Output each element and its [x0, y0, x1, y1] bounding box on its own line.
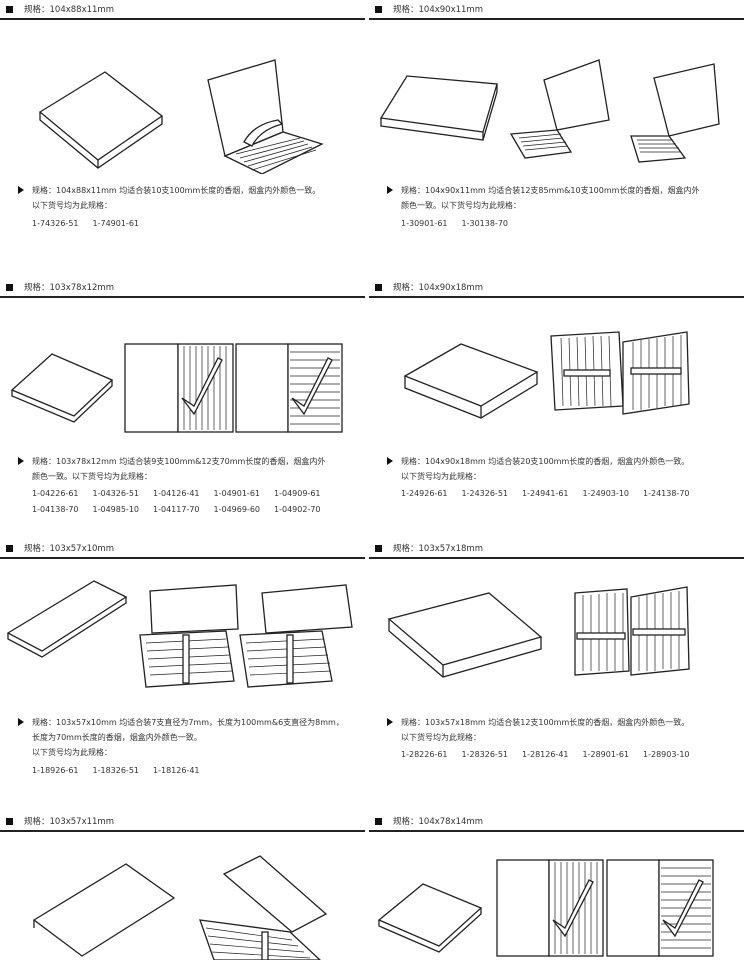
item-code: 1-18926-61 [32, 766, 79, 775]
case-illustration [379, 59, 720, 163]
code-list: 1-30901-61 1-30138-70 [401, 216, 522, 232]
section-title: 规格：104x88x11mm [24, 5, 114, 15]
section-title: 规格：103x57x10mm [24, 544, 114, 554]
desc-line: 以下货号均为此规格： [32, 201, 112, 210]
divider [369, 18, 744, 20]
arrow-bullet-icon [18, 457, 24, 465]
arrow-bullet-icon [18, 186, 24, 194]
item-code: 1-04117-70 [153, 505, 200, 514]
arrow-bullet-icon [387, 457, 393, 465]
spec-description: 规格：103x57x18mm 均适合装12支100mm长度的香烟，烟盒内外颜色一… [387, 715, 689, 745]
desc-line: 规格：103x57x10mm 均适合装7支直径为7mm，长度为100mm&6支直… [32, 718, 344, 727]
spec-description: 规格：104x88x11mm 均适合装10支100mm长度的香烟，烟盒内外颜色一… [18, 183, 320, 213]
code-list: 1-04226-61 1-04326-51 1-04126-41 1-04901-61… [32, 486, 335, 518]
item-code: 1-04326-51 [92, 489, 140, 498]
divider [0, 830, 365, 832]
section-header: 规格：103x78x12mm [0, 278, 375, 298]
bullet-square-icon [375, 818, 382, 825]
item-code: 1-28226-61 [401, 750, 448, 759]
section-title: 规格：104x90x18mm [393, 283, 483, 293]
divider [369, 296, 744, 298]
item-code: 1-28901-61 [582, 750, 630, 759]
divider [369, 830, 744, 832]
bullet-square-icon [6, 545, 13, 552]
section-header: 规格：104x90x18mm [369, 278, 744, 298]
item-code: 1-04902-70 [274, 505, 321, 514]
bullet-square-icon [375, 6, 382, 13]
section-title: 规格：103x57x18mm [393, 544, 483, 554]
item-code: 1-04969-60 [213, 505, 261, 514]
section-title: 规格：104x78x14mm [393, 817, 483, 827]
bullet-square-icon [375, 284, 382, 291]
section-title: 规格：103x57x11mm [24, 817, 114, 827]
arrow-bullet-icon [387, 718, 393, 726]
bullet-square-icon [6, 6, 13, 13]
item-code: 1-24903-10 [582, 489, 630, 498]
item-code: 1-04901-61 [213, 489, 261, 498]
code-list: 1-18926-61 1-18326-51 1-18126-41 [32, 763, 214, 779]
case-illustration [10, 343, 343, 433]
divider [0, 557, 365, 559]
item-code: 1-74901-61 [92, 219, 140, 228]
desc-line: 规格：104x90x11mm 均适合装12支85mm&10支100mm长度的香烟… [401, 186, 700, 195]
case-illustration [38, 59, 324, 174]
case-illustration [387, 586, 690, 678]
item-code: 1-24941-61 [522, 489, 569, 498]
item-code: 1-18126-41 [153, 766, 200, 775]
case-illustration [6, 580, 353, 688]
code-list: 1-24926-61 1-24326-51 1-24941-61 1-24903-10… [401, 486, 704, 502]
section-title: 规格：104x90x11mm [393, 5, 483, 15]
item-code: 1-18326-51 [92, 766, 140, 775]
desc-line: 颜色一致。以下货号均为此规格： [401, 201, 521, 210]
item-code: 1-04138-70 [32, 505, 79, 514]
spec-description: 规格：104x90x18mm 均适合装20支100mm长度的香烟，烟盒内外颜色一… [387, 454, 689, 484]
section-title: 规格：103x78x12mm [24, 283, 114, 293]
desc-line: 颜色一致。以下货号均为此规格： [32, 472, 152, 481]
spec-description: 规格：104x90x11mm 均适合装12支85mm&10支100mm长度的香烟… [387, 183, 699, 213]
item-code: 1-04126-41 [153, 489, 200, 498]
code-list: 1-74326-51 1-74901-61 [32, 216, 153, 232]
item-code: 1-04985-10 [92, 505, 140, 514]
divider [369, 557, 744, 559]
item-code: 1-28326-51 [461, 750, 509, 759]
arrow-bullet-icon [387, 186, 393, 194]
bullet-square-icon [6, 818, 13, 825]
section-header: 规格：104x78x14mm [369, 812, 744, 832]
item-code: 1-30901-61 [401, 219, 448, 228]
item-code: 1-28126-41 [522, 750, 569, 759]
spec-description: 规格：103x78x12mm 均适合装9支100mm&12支70mm长度的香烟，… [18, 454, 325, 484]
desc-line: 以下货号均为此规格： [32, 748, 112, 757]
section-header: 规格：103x57x18mm [369, 539, 744, 559]
code-list: 1-28226-61 1-28326-51 1-28126-41 1-28901-61… [401, 747, 704, 763]
spec-description: 规格：103x57x10mm 均适合装7支直径为7mm，长度为100mm&6支直… [18, 715, 344, 760]
item-code: 1-30138-70 [461, 219, 509, 228]
desc-line: 规格：104x90x18mm 均适合装20支100mm长度的香烟，烟盒内外颜色一… [401, 457, 690, 466]
desc-line: 规格：104x88x11mm 均适合装10支100mm长度的香烟，烟盒内外颜色一… [32, 186, 321, 195]
section-header: 规格：104x90x11mm [369, 0, 744, 20]
case-illustration [403, 331, 690, 419]
arrow-bullet-icon [18, 718, 24, 726]
desc-line: 规格：103x78x12mm 均适合装9支100mm&12支70mm长度的香烟，… [32, 457, 326, 466]
section-header: 规格：104x88x11mm [0, 0, 375, 20]
divider [0, 18, 365, 20]
case-illustration [377, 859, 714, 957]
item-code: 1-24326-51 [461, 489, 509, 498]
item-code: 1-24138-70 [643, 489, 690, 498]
item-code: 1-28903-10 [643, 750, 690, 759]
section-header: 规格：103x57x11mm [0, 812, 375, 832]
item-code: 1-04226-61 [32, 489, 79, 498]
case-illustration [32, 855, 328, 960]
bullet-square-icon [6, 284, 13, 291]
item-code: 1-74326-51 [32, 219, 79, 228]
divider [0, 296, 365, 298]
desc-line: 以下货号均为此规格： [401, 472, 481, 481]
item-code: 1-24926-61 [401, 489, 448, 498]
bullet-square-icon [375, 545, 382, 552]
desc-line: 长度为70mm长度的香烟，烟盒内外颜色一致。 [32, 733, 202, 742]
section-header: 规格：103x57x10mm [0, 539, 375, 559]
desc-line: 规格：103x57x18mm 均适合装12支100mm长度的香烟，烟盒内外颜色一… [401, 718, 690, 727]
item-code: 1-04909-61 [274, 489, 321, 498]
desc-line: 以下货号均为此规格： [401, 733, 481, 742]
